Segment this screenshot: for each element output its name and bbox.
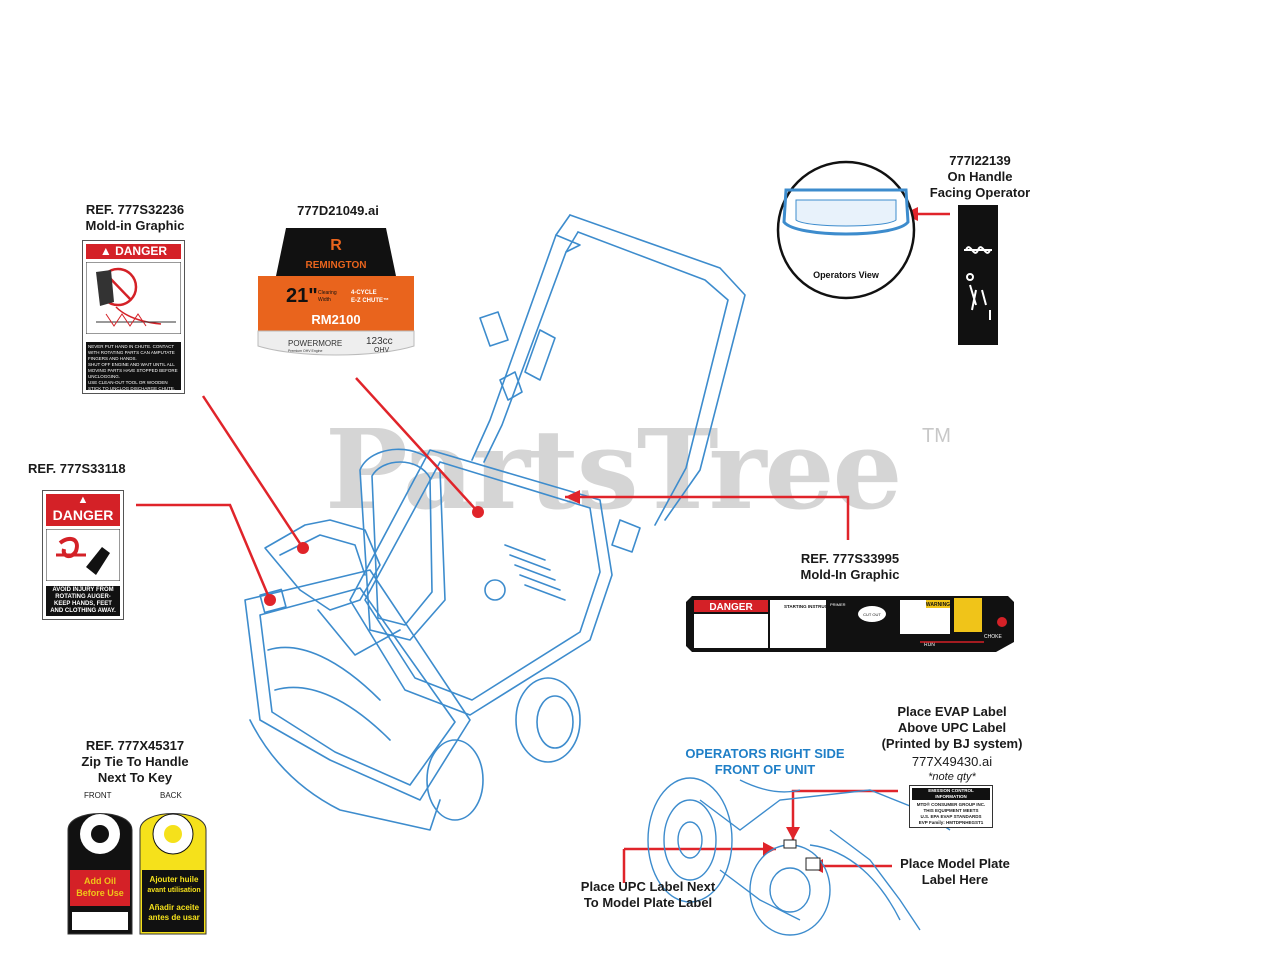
- danger-text-line: AVOID INJURY FROM: [52, 587, 114, 593]
- callout-line: REF. 777S33995: [800, 551, 900, 566]
- danger-header-text: DANGER: [115, 244, 168, 258]
- callout-line: 777D21049.ai: [297, 203, 379, 218]
- callout-line: Place Model Plate: [900, 856, 1010, 871]
- decal-engine-brand: POWERMORE: [288, 339, 342, 348]
- callout-line: Place EVAP Label: [897, 704, 1007, 719]
- side-view-title-line: OPERATORS RIGHT SIDE: [685, 746, 845, 761]
- evap-line: U.S. EPA EVAP STANDARDS: [920, 814, 982, 819]
- danger-label-auger-header: ▲ DANGER: [46, 494, 120, 526]
- callout-upc: Place UPC Label Next To Model Plate Labe…: [570, 879, 726, 911]
- danger-text-line: KEEP HANDS, FEET: [54, 601, 112, 607]
- callout-line: REF. 777S32236: [85, 202, 185, 217]
- danger-label-auger-text: AVOID INJURY FROM ROTATING AUGER- KEEP H…: [46, 586, 120, 616]
- callout-777s33995: REF. 777S33995 Mold-In Graphic: [790, 551, 910, 583]
- callout-777s32236: REF. 777S32236 Mold-in Graphic: [70, 202, 200, 234]
- handle-decal: [958, 205, 998, 345]
- key-tag-fr-line2: avant utilisation: [147, 887, 200, 894]
- remington-logo: R: [330, 237, 342, 254]
- key-tag-en-line2: Before Use: [76, 888, 124, 898]
- evap-line: THIS EQUIPMENT MEETS: [923, 808, 979, 813]
- panel-primer-text: PRIMER: [830, 602, 846, 607]
- key-tag-back-label: BACK: [160, 791, 182, 800]
- danger-bullet: SHUT OFF ENGINE AND WAIT UNTIL ALL MOVIN…: [88, 362, 178, 379]
- callout-line: Above UPC Label: [897, 720, 1007, 735]
- panel-run-text: RUN: [924, 642, 935, 648]
- callout-line: (Printed by BJ system): [881, 736, 1023, 751]
- decal-chute: E-Z CHUTE™: [351, 297, 389, 304]
- callout-777x45317: REF. 777X45317 Zip Tie To Handle Next To…: [70, 738, 200, 786]
- watermark-tm: TM: [922, 425, 951, 447]
- danger-header-text: DANGER: [52, 507, 114, 523]
- callout-line: *note qty*: [928, 771, 976, 783]
- key-tag-en-line1: Add Oil: [84, 876, 116, 886]
- callout-model-plate: Place Model Plate Label Here: [893, 856, 1017, 888]
- callout-line: To Model Plate Label: [583, 895, 713, 910]
- operators-view-caption: Operators View: [813, 270, 880, 280]
- warning-triangle-icon: ▲: [77, 494, 89, 506]
- hand-in-chute-icon: [85, 261, 182, 335]
- decal-ohv: OHV: [374, 347, 390, 354]
- key-tag: Add Oil Before Use Ajouter huile avant u…: [67, 813, 207, 935]
- operators-view-circle: Operators View: [776, 160, 916, 300]
- evap-line: MTD® CONSUMER GROUP INC.: [916, 802, 986, 807]
- key-tag-fr-line1: Ajouter huile: [150, 875, 199, 884]
- partstree-watermark: PartsTree: [325, 405, 903, 534]
- key-tag-es-line2: antes de usar: [148, 913, 200, 922]
- callout-evap: Place EVAP Label Above UPC Label (Printe…: [872, 704, 1032, 784]
- remington-brand: REMINGTON: [306, 260, 367, 271]
- panel-cutout-text: CUT OUT: [863, 612, 881, 617]
- panel-danger-text: DANGER: [709, 602, 753, 613]
- key-tag-front-label: FRONT: [84, 791, 112, 800]
- panel-warning-text: WARNING: [926, 602, 950, 608]
- callout-line: Mold-In Graphic: [800, 567, 900, 582]
- callout-line: REF. 777X45317: [85, 738, 185, 753]
- decal-clearing: Width: [318, 297, 331, 303]
- danger-text-line: ROTATING AUGER-: [55, 594, 111, 600]
- danger-label-auger: ▲ DANGER AVOID INJURY FROM ROTATING AUGE…: [42, 490, 124, 620]
- callout-line: Next To Key: [97, 770, 173, 785]
- evap-label: EMISSION CONTROL INFORMATION MTD® CONSUM…: [909, 785, 993, 828]
- control-panel-decal: DANGER STARTING INSTRUCTIONS: PRIMER CUT…: [686, 596, 1014, 652]
- decal-model: RM2100: [311, 312, 360, 327]
- side-view-title: OPERATORS RIGHT SIDE FRONT OF UNIT: [680, 746, 850, 778]
- callout-line: 777I22139: [949, 153, 1011, 168]
- danger-label-chute: ▲ DANGER NEVER PUT HAND IN CHUTE. CONTAC…: [82, 240, 185, 394]
- callout-line: Mold-in Graphic: [85, 218, 185, 233]
- evap-line: EVP Family: HMTDPNHEGST1: [918, 820, 984, 825]
- danger-header: ▲ DANGER: [86, 244, 181, 259]
- decal-cycle: 4-CYCLE: [351, 290, 377, 296]
- callout-line: REF. 777S33118: [28, 461, 126, 476]
- callout-line: Zip Tie To Handle: [81, 754, 189, 769]
- callout-777s33118: REF. 777S33118: [28, 461, 126, 477]
- callout-line: 777X49430.ai: [911, 754, 993, 769]
- decal-engine-sub: Premium OHV Engine: [288, 349, 322, 353]
- side-view-title-line: FRONT OF UNIT: [714, 762, 816, 777]
- auger-hand-icon: [45, 528, 121, 582]
- remington-decal: R REMINGTON 21" Clearing Width 4-CYCLE E…: [257, 228, 415, 356]
- danger-text-line: AND CLOTHING AWAY.: [50, 608, 116, 614]
- callout-line: Label Here: [921, 872, 989, 887]
- danger-bullet: USE CLEAN-OUT TOOL OR WOODEN STICK TO UN…: [88, 380, 176, 390]
- callout-line: Place UPC Label Next: [580, 879, 716, 894]
- decal-size: 21": [286, 285, 318, 307]
- callout-line: On Handle: [947, 169, 1013, 184]
- callout-777i22139: 777I22139 On Handle Facing Operator: [925, 153, 1035, 201]
- callout-777d21049: 777D21049.ai: [268, 203, 408, 219]
- decal-cc: 123cc: [366, 336, 393, 347]
- danger-label-bullets: NEVER PUT HAND IN CHUTE. CONTACT WITH RO…: [86, 342, 181, 390]
- panel-choke-text: CHOKE: [984, 634, 1002, 640]
- decal-clearing: Clearing: [318, 290, 337, 296]
- evap-title: EMISSION CONTROL INFORMATION: [912, 788, 990, 800]
- danger-bullet: NEVER PUT HAND IN CHUTE. CONTACT WITH RO…: [88, 344, 175, 361]
- key-tag-es-line1: Añadir aceite: [149, 903, 200, 912]
- panel-starting-text: STARTING INSTRUCTIONS:: [784, 604, 844, 609]
- callout-line: Facing Operator: [929, 185, 1031, 200]
